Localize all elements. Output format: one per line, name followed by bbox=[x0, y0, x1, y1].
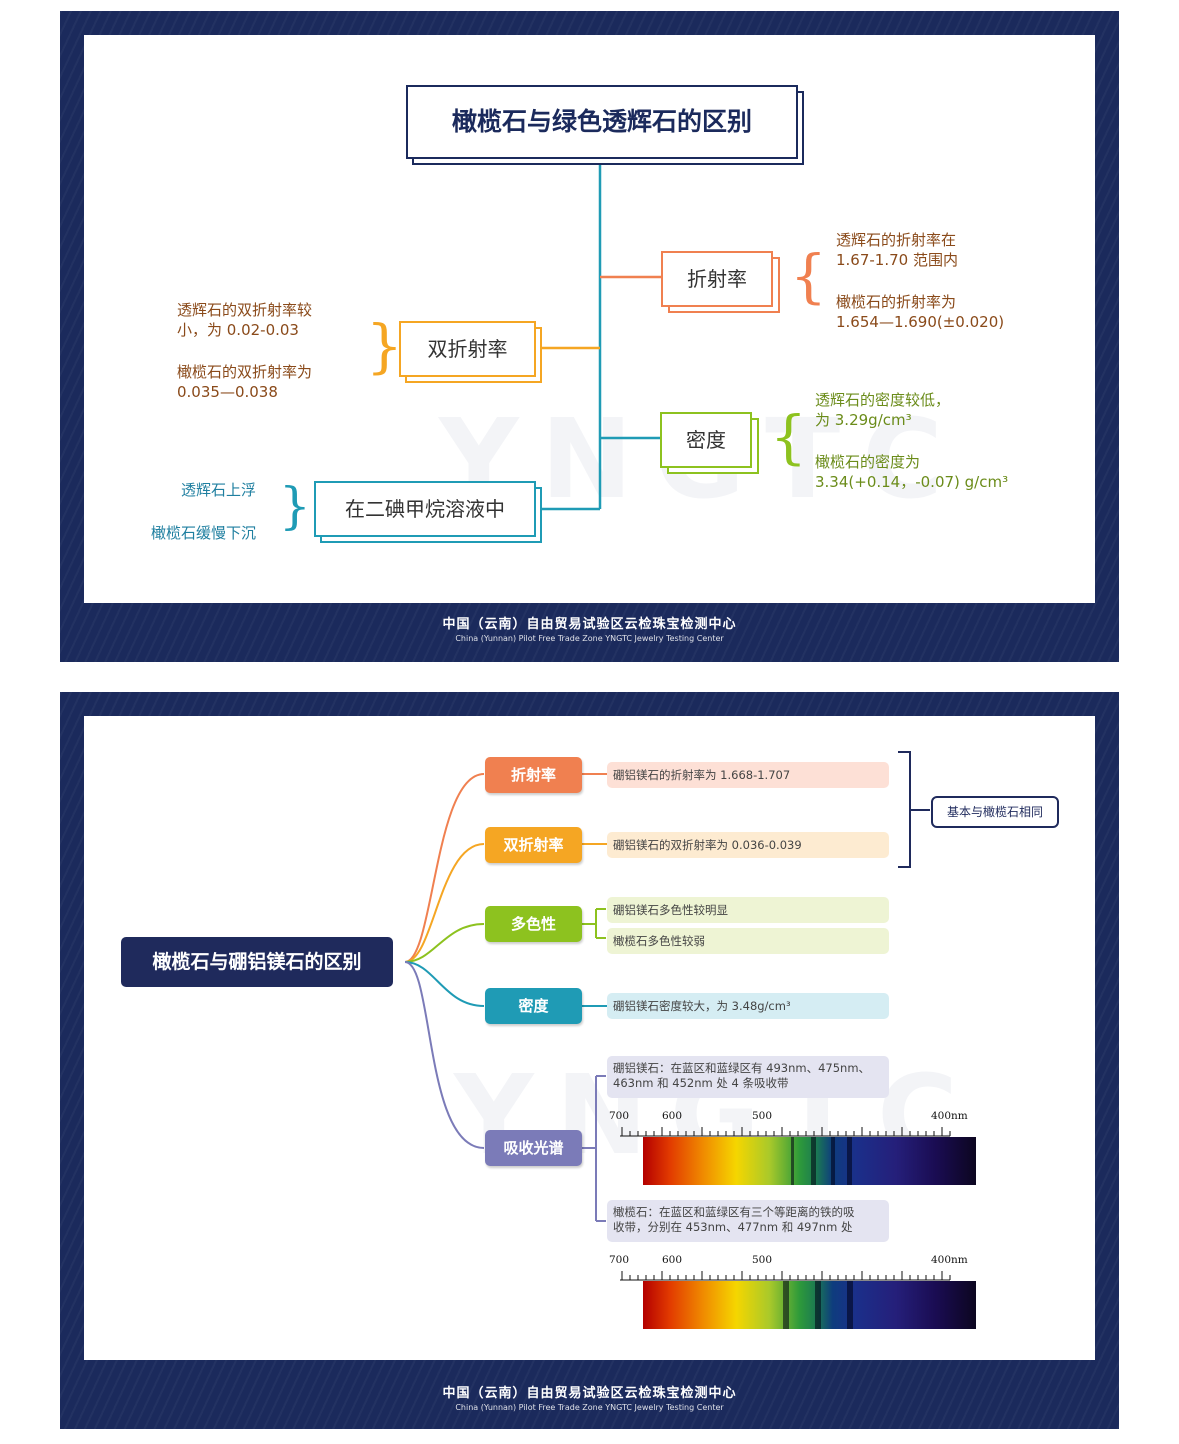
footer-org-en: China (Yunnan) Pilot Free Trade Zone YNG… bbox=[455, 634, 724, 643]
leaf-birefringence: 硼铝镁石的双折射率为 0.036-0.039 bbox=[607, 832, 889, 858]
footer-org-cn: 中国（云南）自由贸易试验区云检珠宝检测中心 bbox=[442, 617, 737, 632]
birefringence-node: 双折射率 bbox=[399, 321, 536, 377]
note-line: 透辉石的密度较低， bbox=[815, 391, 951, 409]
footer: 中国（云南）自由贸易试验区云检珠宝检测中心 China (Yunnan) Pil… bbox=[60, 1382, 1119, 1412]
density-brace: { bbox=[770, 403, 807, 471]
note-line: 1.67-1.70 范围内 bbox=[836, 251, 958, 269]
density-notes: 透辉石的密度较低， 为 3.29g/cm³ 橄榄石的密度为 3.34(+0.14… bbox=[815, 390, 1008, 492]
leaf-line: 橄榄石：在蓝区和蓝绿区有三个等距离的铁的吸 bbox=[613, 1205, 855, 1219]
scale-label-500: 500 bbox=[752, 1254, 773, 1266]
leaf-line: 硼铝镁石：在蓝区和蓝绿区有 493nm、475nm、 bbox=[613, 1061, 871, 1075]
solution-note-1: 透辉石上浮 bbox=[180, 481, 256, 499]
spectrum-olivine bbox=[643, 1281, 976, 1329]
scale-label-600: 600 bbox=[662, 1254, 683, 1266]
note-line: 1.654—1.690(±0.020) bbox=[836, 313, 1005, 331]
leaf-spectrum-sinhalite: 硼铝镁石：在蓝区和蓝绿区有 493nm、475nm、 463nm 和 452nm… bbox=[607, 1056, 889, 1098]
note-line: 橄榄石的双折射率为 bbox=[177, 363, 313, 381]
category-birefringence: 双折射率 bbox=[485, 827, 582, 863]
spectrum-sinhalite bbox=[643, 1137, 976, 1185]
note-line: 3.34(+0.14，-0.07) g/cm³ bbox=[815, 473, 1009, 491]
footer: 中国（云南）自由贸易试验区云检珠宝检测中心 China (Yunnan) Pil… bbox=[60, 613, 1119, 643]
category-density: 密度 bbox=[485, 988, 582, 1024]
slide-olivine-vs-sinhalite: YNGTC 橄榄石与硼铝镁石的区别 折射率 双折射率 多色性 密度 吸收光谱 bbox=[60, 692, 1119, 1429]
diagram-title: 橄榄石与绿色透辉石的区别 bbox=[406, 85, 798, 159]
diagram-title: 橄榄石与硼铝镁石的区别 bbox=[121, 937, 393, 987]
category-absorption-spectrum: 吸收光谱 bbox=[485, 1130, 582, 1166]
scale-label-500: 500 bbox=[752, 1110, 773, 1122]
footer-org-cn: 中国（云南）自由贸易试验区云检珠宝检测中心 bbox=[442, 1386, 737, 1401]
note-line: 为 3.29g/cm³ bbox=[815, 411, 912, 429]
note-line: 透辉石的折射率在 bbox=[836, 231, 957, 249]
leaf-refractive: 硼铝镁石的折射率为 1.668-1.707 bbox=[607, 762, 889, 788]
solution-note-2: 橄榄石缓慢下沉 bbox=[150, 524, 256, 542]
density-node: 密度 bbox=[660, 412, 752, 468]
note-line: 透辉石的双折射率较 bbox=[177, 301, 313, 319]
scale-label-700: 700 bbox=[609, 1110, 630, 1122]
leaf-pleochroism-2: 橄榄石多色性较弱 bbox=[607, 928, 889, 954]
content-panel: YNGTC 橄榄石与绿色透辉石的区别 折射率 { 透辉石的折射率在 1.67-1… bbox=[84, 35, 1095, 603]
note-line: 橄榄石的折射率为 bbox=[836, 293, 957, 311]
branch-curves bbox=[404, 751, 951, 1281]
solution-node: 在二碘甲烷溶液中 bbox=[314, 481, 536, 537]
leaf-pleochroism-1: 硼铝镁石多色性较明显 bbox=[607, 897, 889, 923]
slide-olivine-vs-diopside: YNGTC 橄榄石与绿色透辉石的区别 折射率 { 透辉石的折射率在 1.67-1… bbox=[60, 11, 1119, 662]
note-line: 橄榄石的密度为 bbox=[815, 453, 921, 471]
same-as-olivine-tag: 基本与橄榄石相同 bbox=[931, 796, 1059, 828]
leaf-line: 463nm 和 452nm 处 4 条吸收带 bbox=[613, 1076, 789, 1090]
note-line: 0.035—0.038 bbox=[177, 383, 278, 401]
absorption-band bbox=[815, 1281, 821, 1329]
solution-brace: } bbox=[279, 477, 311, 535]
absorption-band bbox=[811, 1137, 816, 1185]
spectrum-scale-ticks bbox=[621, 1127, 951, 1280]
leaf-line: 收带，分别在 453nm、477nm 和 497nm 处 bbox=[613, 1220, 853, 1234]
footer-org-en: China (Yunnan) Pilot Free Trade Zone YNG… bbox=[455, 1403, 724, 1412]
absorption-band bbox=[783, 1281, 789, 1329]
leaf-density: 硼铝镁石密度较大，为 3.48g/cm³ bbox=[607, 993, 889, 1019]
refractive-node: 折射率 bbox=[661, 251, 773, 307]
birefringence-brace: } bbox=[366, 312, 403, 380]
note-line: 小，为 0.02-0.03 bbox=[177, 321, 299, 339]
refractive-notes: 透辉石的折射率在 1.67-1.70 范围内 橄榄石的折射率为 1.654—1.… bbox=[836, 230, 1004, 332]
absorption-band bbox=[831, 1137, 835, 1185]
absorption-band bbox=[847, 1137, 852, 1185]
absorption-band bbox=[791, 1137, 794, 1185]
scale-label-600: 600 bbox=[662, 1110, 683, 1122]
connector-lines bbox=[539, 163, 662, 511]
content-panel: YNGTC 橄榄石与硼铝镁石的区别 折射率 双折射率 多色性 密度 吸收光谱 bbox=[84, 716, 1095, 1360]
scale-label-700: 700 bbox=[609, 1254, 630, 1266]
scale-label-400: 400nm bbox=[931, 1110, 968, 1122]
refractive-brace: { bbox=[790, 242, 827, 310]
absorption-band bbox=[847, 1281, 853, 1329]
category-pleochroism: 多色性 bbox=[485, 906, 582, 942]
leaf-spectrum-olivine: 橄榄石：在蓝区和蓝绿区有三个等距离的铁的吸 收带，分别在 453nm、477nm… bbox=[607, 1200, 889, 1242]
category-refractive: 折射率 bbox=[485, 757, 582, 793]
scale-label-400: 400nm bbox=[931, 1254, 968, 1266]
birefringence-notes: 透辉石的双折射率较 小，为 0.02-0.03 橄榄石的双折射率为 0.035—… bbox=[177, 300, 312, 402]
